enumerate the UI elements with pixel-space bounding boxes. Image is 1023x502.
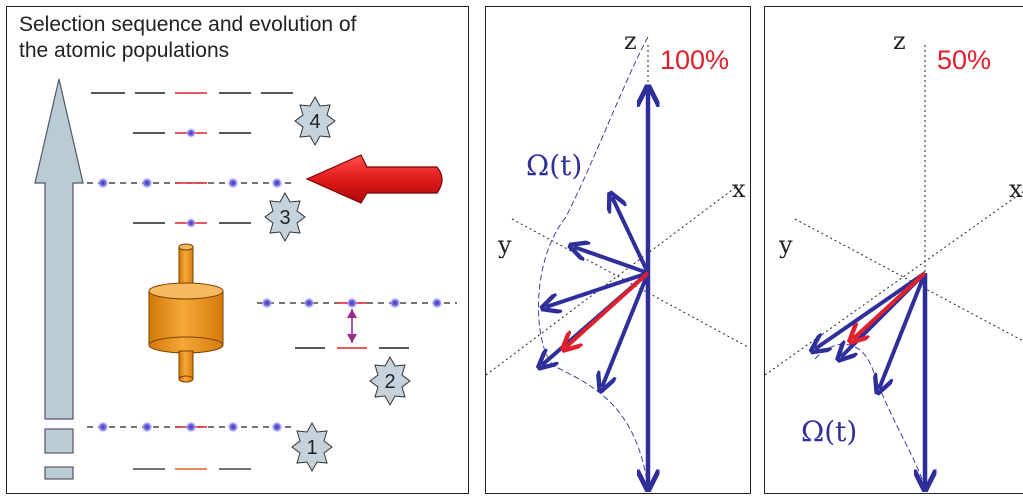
omega-label: Ω(t) — [801, 415, 857, 448]
step-number: 3 — [279, 207, 290, 229]
atom — [97, 421, 109, 433]
atom — [271, 421, 283, 433]
step-number: 1 — [306, 437, 317, 459]
atom — [227, 177, 239, 189]
y-axis — [794, 218, 1023, 342]
level-set-2 — [257, 297, 457, 349]
population-percent: 50% — [937, 45, 991, 75]
bloch-vector-red — [566, 271, 650, 347]
atom — [303, 297, 315, 309]
atom — [261, 297, 273, 309]
bloch-vector-fan — [542, 197, 650, 387]
atom — [389, 297, 401, 309]
step-badge-3: 3 — [264, 191, 306, 243]
atom — [346, 297, 358, 309]
atom — [185, 421, 197, 433]
y-axis-label: y — [497, 231, 512, 259]
atom — [186, 218, 196, 228]
atom — [271, 177, 283, 189]
step-number: 2 — [384, 371, 395, 393]
selection-sequence-panel: Selection sequence and evolution of the … — [6, 6, 469, 494]
bloch-vector-red — [853, 271, 927, 339]
selection-sequence-diagram: 4 3 2 1 — [34, 78, 457, 480]
laser-pulse-arrow — [305, 154, 443, 204]
orange-cylinder — [148, 243, 224, 383]
bloch-vector-diagram-100: z 100% x y Ω(t) — [486, 27, 749, 495]
atom — [431, 297, 443, 309]
x-axis — [486, 186, 737, 376]
x-axis — [765, 191, 1023, 376]
level-set-3 — [87, 177, 291, 228]
z-axis-label: z — [624, 27, 637, 55]
x-axis-label: x — [732, 175, 746, 203]
step-badge-4: 4 — [294, 95, 336, 147]
atom — [186, 128, 196, 138]
level-set-1 — [87, 421, 291, 470]
time-progress-arrow — [34, 78, 84, 480]
omega-label: Ω(t) — [526, 149, 582, 182]
population-percent: 100% — [660, 45, 729, 75]
bloch-diagram-50-panel: z 50% x y Ω(t) — [764, 6, 1023, 494]
atom — [141, 177, 153, 189]
x-axis-label: x — [1009, 175, 1023, 203]
omega-envelope-curve — [538, 36, 649, 488]
step-badge-2: 2 — [369, 355, 411, 407]
y-axis-label: y — [778, 231, 793, 259]
bloch-diagram-100-panel: z 100% x y Ω(t) — [485, 6, 751, 494]
step-number: 4 — [309, 111, 320, 133]
level-set-4 — [91, 92, 293, 138]
panel-title-line-2: the atomic populations — [19, 39, 230, 62]
atom — [227, 421, 239, 433]
step-badge-1: 1 — [291, 421, 333, 473]
atom — [141, 421, 153, 433]
z-axis-label: z — [893, 27, 906, 55]
bloch-vector-diagram-50: z 50% x y Ω(t) — [765, 27, 1023, 495]
atom — [97, 177, 109, 189]
panel-title-line-1: Selection sequence and evolution of — [19, 13, 357, 36]
